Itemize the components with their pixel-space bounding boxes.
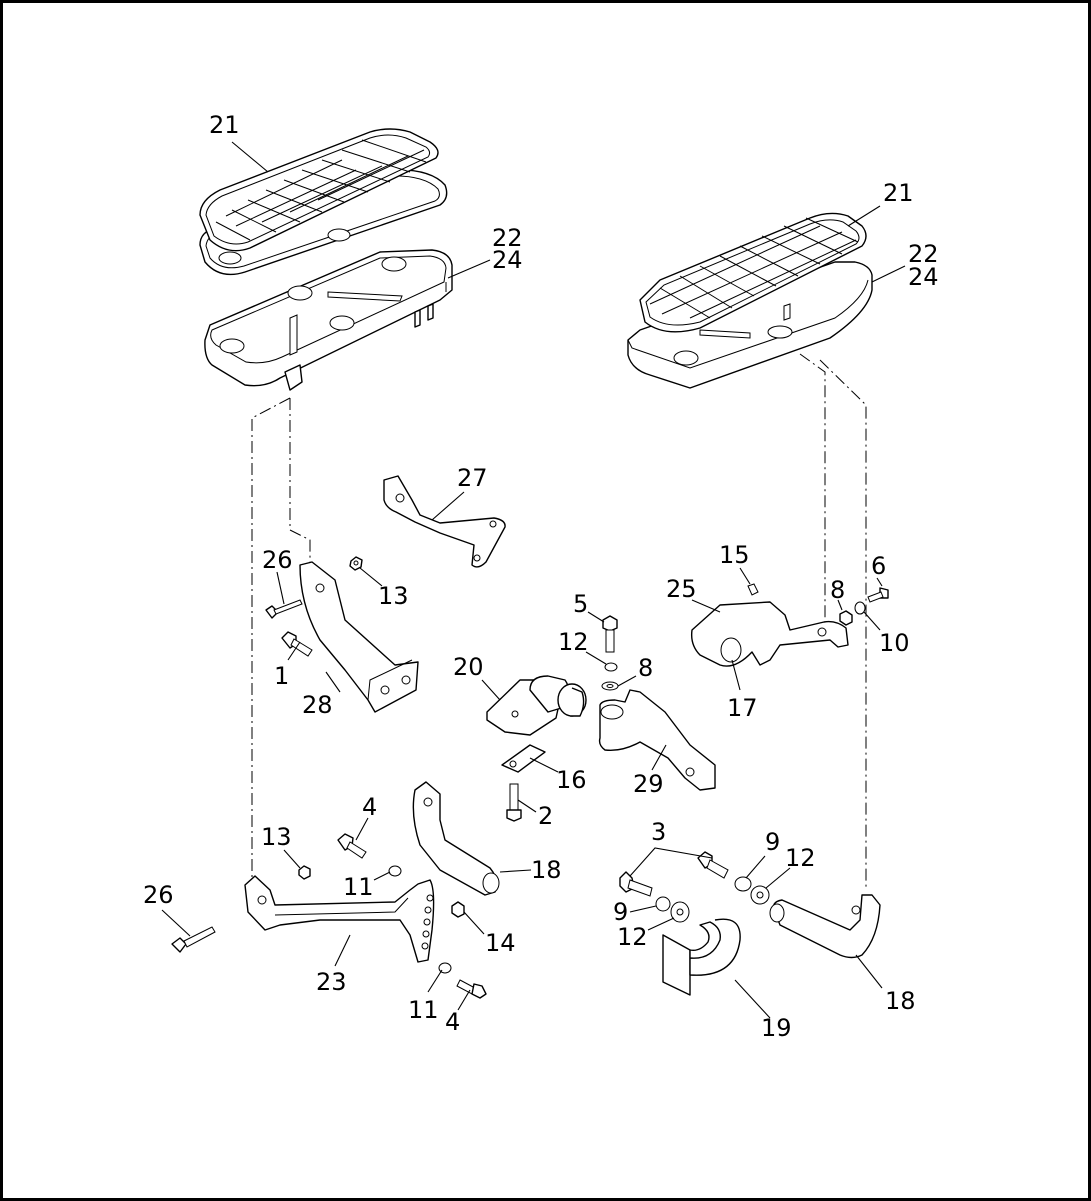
callout-26: 26: [262, 546, 293, 574]
callout-1: 1: [274, 662, 289, 690]
callout-2: 2: [538, 802, 553, 830]
callout-10: 10: [879, 629, 910, 657]
callout-12: 12: [785, 844, 816, 872]
part-28-bracket: [299, 561, 419, 713]
callout-29: 29: [633, 770, 664, 798]
part-19-peg-hook: [662, 918, 741, 996]
callout-17: 17: [727, 694, 758, 722]
part-8-nut-right: [839, 610, 853, 626]
callout-22: 22: [492, 224, 523, 252]
callout-8: 8: [830, 576, 845, 604]
callout-8: 8: [638, 654, 653, 682]
callout-16: 16: [556, 766, 587, 794]
part-26-bolt-lower: [171, 926, 216, 953]
part-12-washer-lower: [670, 901, 690, 923]
part-8-washer-center: [601, 681, 619, 691]
alignment-lines: [251, 353, 867, 890]
part-14-nut: [451, 901, 465, 918]
callout-21: 21: [209, 111, 240, 139]
callout-6: 6: [871, 552, 886, 580]
part-29-bracket: [598, 689, 716, 791]
part-1-screw: [281, 631, 313, 657]
part-18-peg-right: [769, 894, 881, 959]
callout-4: 4: [362, 793, 377, 821]
part-23-bracket: [244, 875, 435, 963]
callout-18: 18: [531, 856, 562, 884]
callout-11: 11: [408, 996, 439, 1024]
callout-23: 23: [316, 968, 347, 996]
callout-19: 19: [761, 1014, 792, 1042]
part-13-nut-lower: [298, 865, 311, 880]
callout-4: 4: [445, 1008, 460, 1036]
callout-12: 12: [558, 628, 589, 656]
part-18-peg-left: [412, 781, 500, 896]
callout-14: 14: [485, 929, 516, 957]
part-3-screws: [619, 851, 729, 897]
part-27-bracket: [383, 475, 506, 568]
part-9-washer-right: [734, 876, 752, 892]
part-15-pin: [747, 583, 759, 596]
part-2-bolt: [506, 783, 522, 822]
callout-9: 9: [613, 898, 628, 926]
right-floorboard-pan: [627, 261, 873, 389]
part-4-screw-upper: [337, 833, 367, 859]
callout-12: 12: [617, 923, 648, 951]
part-6-screw: [867, 587, 889, 603]
part-10-washer: [854, 601, 866, 615]
part-25-bracket: [690, 601, 849, 667]
callout-11: 11: [343, 873, 374, 901]
part-5-bolt: [602, 615, 618, 653]
callout-24: 24: [908, 263, 939, 291]
callout-13: 13: [261, 823, 292, 851]
callout-20: 20: [453, 653, 484, 681]
callout-labels: 21 21 22 24 22 24 27 26 13 1 28 15 6 25 …: [143, 111, 939, 1042]
part-26-bolt-upper: [265, 599, 303, 619]
callout-28: 28: [302, 691, 333, 719]
callout-26: 26: [143, 881, 174, 909]
callout-27: 27: [457, 464, 488, 492]
callout-3: 3: [651, 818, 666, 846]
part-12-washer-center: [604, 662, 618, 672]
callout-25: 25: [666, 575, 697, 603]
part-12-washer-right: [750, 885, 770, 905]
callout-15: 15: [719, 541, 750, 569]
left-floorboard-pan: [204, 249, 453, 391]
callout-22: 22: [908, 240, 939, 268]
part-20-mount: [486, 675, 587, 736]
part-13-nut-upper: [349, 556, 363, 571]
part-9-washer-lower: [655, 896, 671, 912]
part-16-plate: [501, 744, 546, 773]
callout-24: 24: [492, 246, 523, 274]
part-4-screw-lower: [456, 979, 487, 999]
callout-9: 9: [765, 828, 780, 856]
callout-21: 21: [883, 179, 914, 207]
part-11-washer-upper: [388, 865, 402, 877]
callout-5: 5: [573, 590, 588, 618]
leader-lines: [161, 141, 906, 1019]
callout-18: 18: [885, 987, 916, 1015]
left-floorboard-rubber-mat: [199, 128, 439, 252]
right-floorboard-rubber-mat: [639, 212, 867, 333]
callout-13: 13: [378, 582, 409, 610]
